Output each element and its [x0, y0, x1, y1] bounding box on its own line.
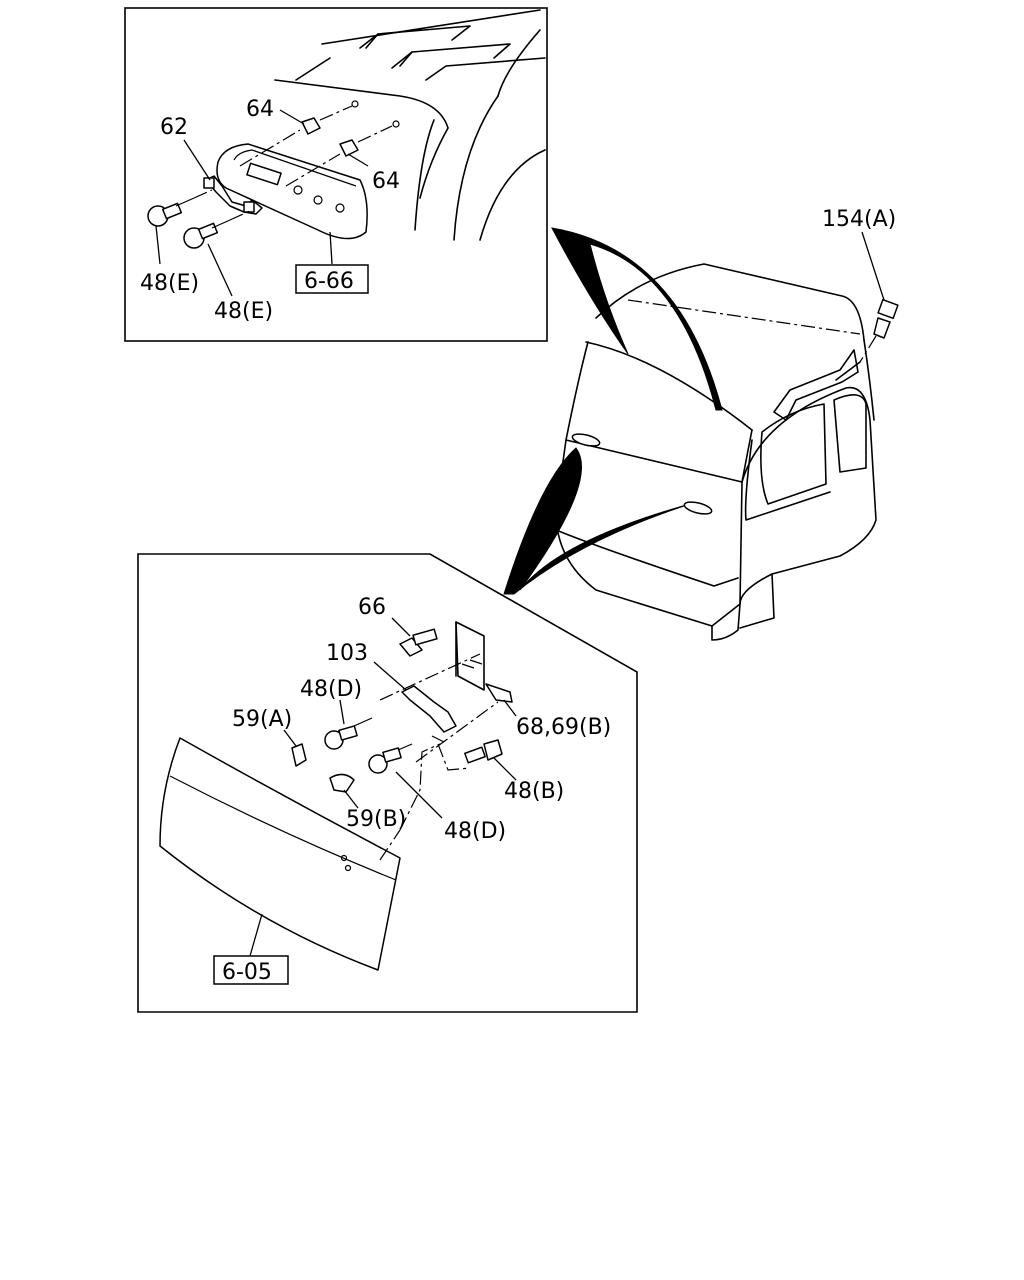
leader-48e2	[207, 243, 233, 297]
leader-6-66	[329, 231, 333, 265]
bolt-154a	[859, 298, 899, 363]
ref-box-6-66	[295, 264, 369, 294]
cab-roof	[595, 263, 865, 341]
upper-screws-48e	[147, 189, 253, 249]
marker-lamp-right	[683, 501, 713, 515]
pointer-arrow-lower	[503, 447, 691, 595]
upper-cab-roof-outline	[274, 9, 546, 241]
leader-48b	[493, 757, 517, 781]
callout-48d-lower: 48(D)	[444, 819, 506, 844]
bolt-66	[399, 628, 438, 657]
callout-154a: 154(A)	[822, 207, 896, 232]
callout-48e-left: 48(E)	[140, 271, 199, 296]
clip-59a	[291, 743, 307, 767]
upper-clips-64	[239, 100, 400, 187]
clip-59b	[329, 773, 355, 793]
callout-48d-upper: 48(D)	[300, 677, 362, 702]
ref-box-6-05	[213, 955, 289, 985]
pointer-arrow-upper	[551, 227, 723, 411]
callout-64-top: 64	[246, 97, 274, 122]
callout-64-right: 64	[372, 169, 400, 194]
ref-label-6-66: 6-66	[304, 269, 354, 294]
callout-66: 66	[358, 595, 386, 620]
callout-103: 103	[326, 641, 368, 666]
leader-48d-lower	[395, 771, 443, 819]
upper-inset: 64 64 62 48(E) 48(E) 6-66	[124, 7, 548, 342]
leader-48e1	[155, 225, 161, 265]
leader-59b	[343, 789, 359, 809]
callout-48e-right: 48(E)	[214, 299, 273, 324]
bolt-48b	[464, 739, 503, 764]
leader-64b	[347, 153, 369, 167]
leader-154a	[861, 231, 885, 301]
screw-48d-upper	[324, 717, 373, 750]
leader-6-05	[249, 913, 263, 957]
leader-68-69b	[503, 699, 517, 717]
lower-inset: 66 103 48(D) 59(A) 68,69(B) 48(B) 59(B) …	[137, 553, 638, 1013]
marker-lamp-left	[571, 433, 601, 447]
callout-48b: 48(B)	[504, 779, 564, 804]
callout-62: 62	[160, 115, 188, 140]
leader-48d-upper	[339, 699, 345, 725]
leader-59a	[283, 729, 297, 747]
screw-48d-lower	[368, 743, 413, 774]
truck-cab-view: 154(A)	[503, 207, 899, 641]
front-panel-6-05	[159, 737, 401, 971]
callout-68-69b: 68,69(B)	[516, 715, 611, 740]
leader-64a	[279, 109, 305, 125]
callout-59a: 59(A)	[232, 707, 292, 732]
leader-66	[391, 617, 411, 637]
ref-label-6-05: 6-05	[222, 960, 272, 985]
upper-lamp-housing	[216, 143, 368, 240]
leader-62	[183, 139, 211, 181]
windshield	[565, 341, 753, 483]
callout-59b: 59(B)	[346, 807, 406, 832]
bracket-assembly	[379, 621, 513, 861]
leader-103	[373, 661, 407, 691]
door-window	[760, 403, 827, 505]
